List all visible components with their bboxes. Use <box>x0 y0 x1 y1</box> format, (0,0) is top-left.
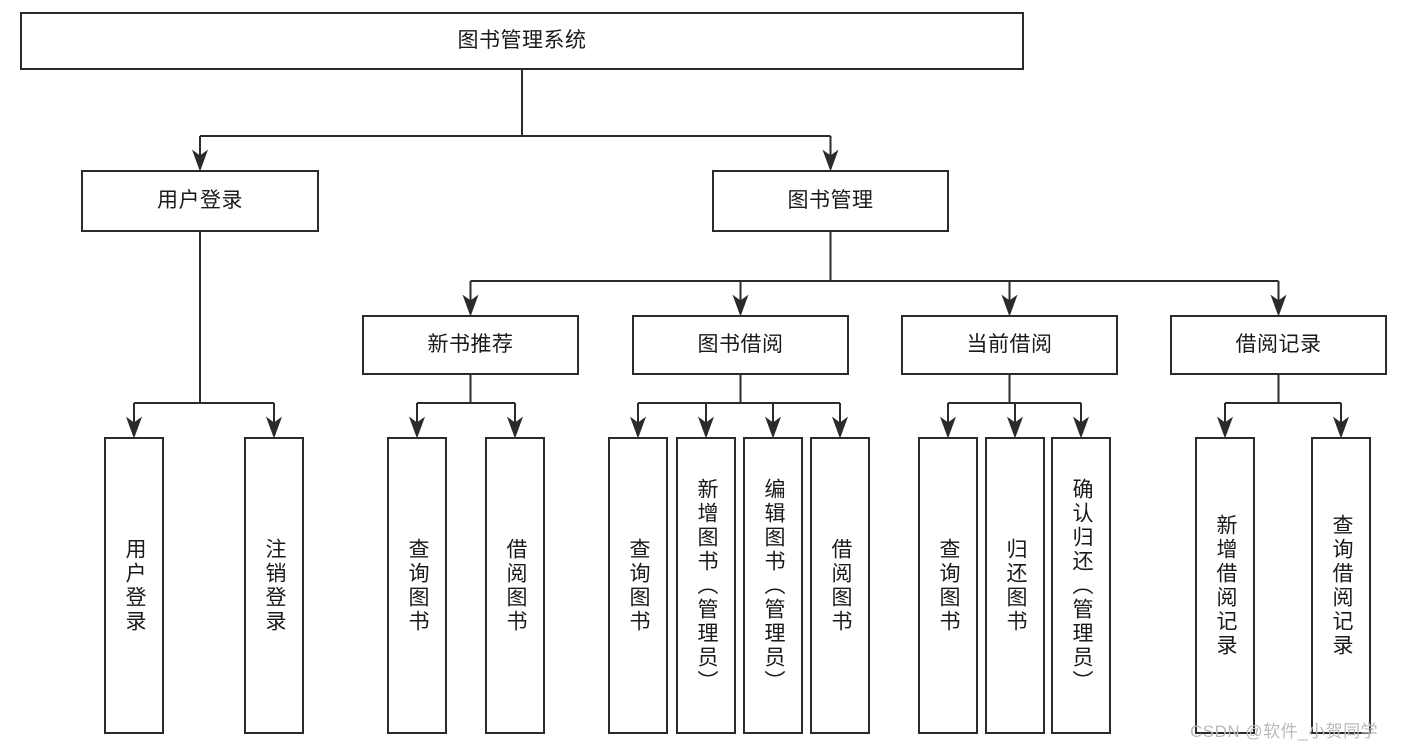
node-newbook: 新书推荐 <box>362 315 579 375</box>
node-leaf-login: 用户登录 <box>104 437 164 734</box>
node-leaf-c-return: 归还图书 <box>985 437 1045 734</box>
node-leaf-b-borrow: 借阅图书 <box>810 437 870 734</box>
node-label: 查询图书 <box>406 537 430 634</box>
node-label: 新增借阅记录 <box>1214 513 1238 658</box>
node-leaf-r-query: 查询借阅记录 <box>1311 437 1371 734</box>
node-label: 查询图书 <box>937 537 961 634</box>
node-leaf-nb-borrow: 借阅图书 <box>485 437 545 734</box>
node-label: 编辑图书（管理员） <box>762 477 786 694</box>
node-label: 图书管理系统 <box>457 28 587 52</box>
node-label: 查询借阅记录 <box>1330 513 1354 658</box>
node-leaf-nb-query: 查询图书 <box>387 437 447 734</box>
node-label: 确认归还（管理员） <box>1070 477 1094 694</box>
node-current: 当前借阅 <box>901 315 1118 375</box>
node-leaf-b-edit: 编辑图书（管理员） <box>743 437 803 734</box>
node-label: 新增图书（管理员） <box>695 477 719 694</box>
node-label: 注销登录 <box>263 537 287 634</box>
node-leaf-logout: 注销登录 <box>244 437 304 734</box>
node-label: 借阅图书 <box>504 537 528 634</box>
node-label: 图书管理 <box>787 188 874 212</box>
node-label: 当前借阅 <box>966 332 1053 356</box>
node-label: 归还图书 <box>1004 537 1028 634</box>
node-records: 借阅记录 <box>1170 315 1387 375</box>
watermark-text: CSDN @软件_小贺同学 <box>1190 722 1379 741</box>
node-label: 用户登录 <box>123 537 147 634</box>
node-leaf-b-add: 新增图书（管理员） <box>676 437 736 734</box>
node-root: 图书管理系统 <box>20 12 1024 70</box>
node-borrow: 图书借阅 <box>632 315 849 375</box>
node-leaf-c-query: 查询图书 <box>918 437 978 734</box>
node-label: 用户登录 <box>157 188 243 212</box>
node-label: 查询图书 <box>627 537 651 634</box>
node-label: 借阅记录 <box>1235 332 1322 356</box>
node-bookmgmt: 图书管理 <box>712 170 949 232</box>
node-leaf-c-confirm: 确认归还（管理员） <box>1051 437 1111 734</box>
node-label: 图书借阅 <box>697 332 784 356</box>
node-label: 借阅图书 <box>829 537 853 634</box>
node-leaf-r-add: 新增借阅记录 <box>1195 437 1255 734</box>
node-leaf-b-query: 查询图书 <box>608 437 668 734</box>
node-login: 用户登录 <box>81 170 319 232</box>
node-label: 新书推荐 <box>427 332 514 356</box>
